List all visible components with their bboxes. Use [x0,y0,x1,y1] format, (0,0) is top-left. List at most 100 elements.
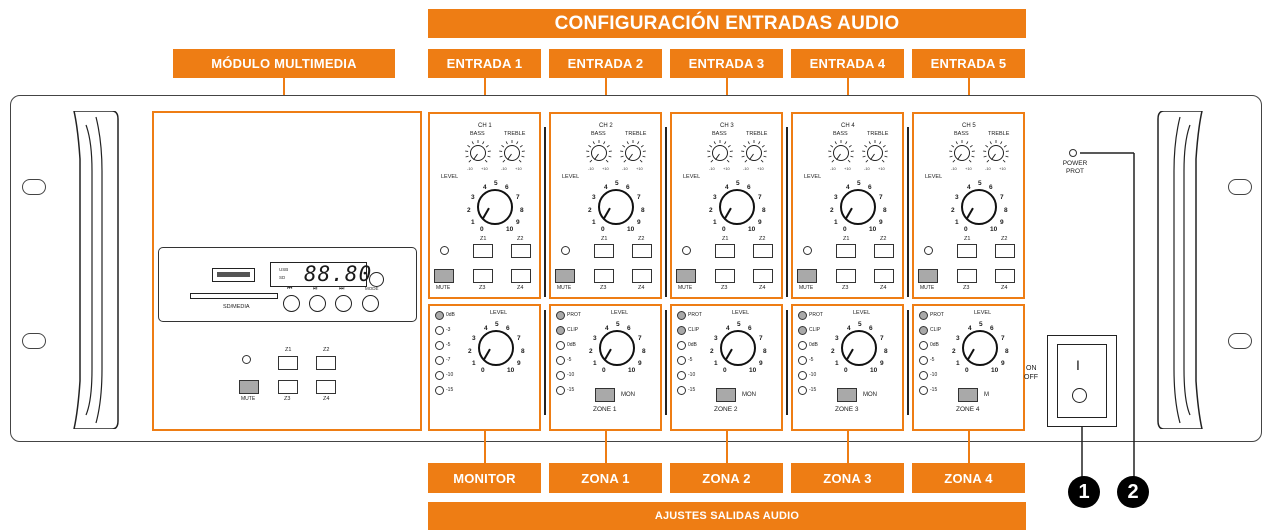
meter-label: PROT [688,312,702,318]
z4-button[interactable] [511,269,531,283]
zone-name: ZONE 2 [714,406,738,413]
monitor-send-button[interactable] [958,388,978,402]
level-tick: 1 [592,219,596,226]
bass-knob[interactable] [591,145,607,161]
zone-1-label: ZONA 1 [549,463,662,493]
sd-media-label: SD/MEDIA [223,304,250,310]
z2-button[interactable] [511,244,531,258]
monitor-send-button[interactable] [837,388,857,402]
level-knob[interactable] [961,189,997,225]
play-pause-button[interactable] [309,295,326,312]
level-tick: 2 [588,207,592,214]
bass-label: BASS [470,131,485,137]
meter-led [919,311,928,320]
monitor-send-button[interactable] [716,388,736,402]
mode-button[interactable] [362,295,379,312]
level-tick: 7 [879,194,883,201]
eq-max-label: +10 [515,166,522,171]
mute-button[interactable] [434,269,454,283]
monitor-send-button[interactable] [595,388,615,402]
z2-button[interactable] [874,244,894,258]
z3-button[interactable] [715,269,735,283]
power-switch[interactable] [1057,344,1107,418]
output-level-tick: 0 [844,367,848,374]
bass-knob[interactable] [712,145,728,161]
level-tick: 8 [762,207,766,214]
multimedia-mute-button[interactable] [239,380,259,394]
level-knob[interactable] [840,189,876,225]
output-level-tick: 6 [869,325,873,332]
z4-button[interactable] [995,269,1015,283]
z1-button[interactable] [473,244,493,258]
channel-name: CH 1 [478,123,492,129]
mute-button[interactable] [555,269,575,283]
level-tick: 7 [637,194,641,201]
meter-label: PROT [567,312,581,318]
output-level-tick: 9 [517,360,521,367]
z2-button[interactable] [753,244,773,258]
multimedia-z4-button[interactable] [316,380,336,394]
treble-label: TREBLE [746,131,768,137]
treble-knob[interactable] [625,145,641,161]
z3-button[interactable] [957,269,977,283]
output-level-knob[interactable] [962,330,998,366]
z3-button[interactable] [836,269,856,283]
z1-button[interactable] [594,244,614,258]
meter-label: CLIP [567,327,579,333]
treble-knob[interactable] [504,145,520,161]
treble-knob[interactable] [867,145,883,161]
sd-slot[interactable] [190,293,278,299]
z2-button[interactable] [995,244,1015,258]
next-button[interactable] [335,295,352,312]
output-level-tick: 4 [847,325,851,332]
z4-button[interactable] [753,269,773,283]
output-level-knob[interactable] [720,330,756,366]
level-tick: 4 [725,184,729,191]
z1-label: Z1 [843,236,850,242]
level-tick: 3 [471,194,475,201]
z1-button[interactable] [836,244,856,258]
output-level-knob[interactable] [841,330,877,366]
mute-button[interactable] [676,269,696,283]
level-tick: 1 [471,219,475,226]
z3-button[interactable] [473,269,493,283]
multimedia-z3-button[interactable] [278,380,298,394]
level-tick: 9 [758,219,762,226]
eq-max-label: +10 [965,166,972,171]
bass-knob[interactable] [470,145,486,161]
level-tick: 7 [1000,194,1004,201]
z1-button[interactable] [715,244,735,258]
treble-knob[interactable] [988,145,1004,161]
z2-label: Z2 [638,236,645,242]
level-knob[interactable] [719,189,755,225]
mute-button[interactable] [918,269,938,283]
bass-knob-rays [707,140,733,163]
output-level-knob[interactable] [599,330,635,366]
prev-button[interactable] [283,295,300,312]
bass-knob[interactable] [833,145,849,161]
z3-label: Z3 [721,285,728,291]
meter-led [919,326,928,335]
z1-button[interactable] [957,244,977,258]
z3-button[interactable] [594,269,614,283]
output-level-tick: 3 [593,335,597,342]
bass-knob-rays [949,140,975,163]
eq-max-label: +10 [723,166,730,171]
bass-knob[interactable] [954,145,970,161]
meter-led [919,386,928,395]
level-tick: 9 [879,219,883,226]
z4-button[interactable] [874,269,894,283]
output-level-knob[interactable] [478,330,514,366]
mute-button[interactable] [797,269,817,283]
treble-knob[interactable] [746,145,762,161]
z4-button[interactable] [632,269,652,283]
output-settings-label: AJUSTES SALIDAS AUDIO [428,502,1026,530]
multimedia-z1-button[interactable] [278,356,298,370]
z2-button[interactable] [632,244,652,258]
bass-label: BASS [833,131,848,137]
meter-label: -5 [688,357,693,363]
level-tick: 6 [747,184,751,191]
multimedia-z2-button[interactable] [316,356,336,370]
level-knob[interactable] [598,189,634,225]
level-knob[interactable] [477,189,513,225]
